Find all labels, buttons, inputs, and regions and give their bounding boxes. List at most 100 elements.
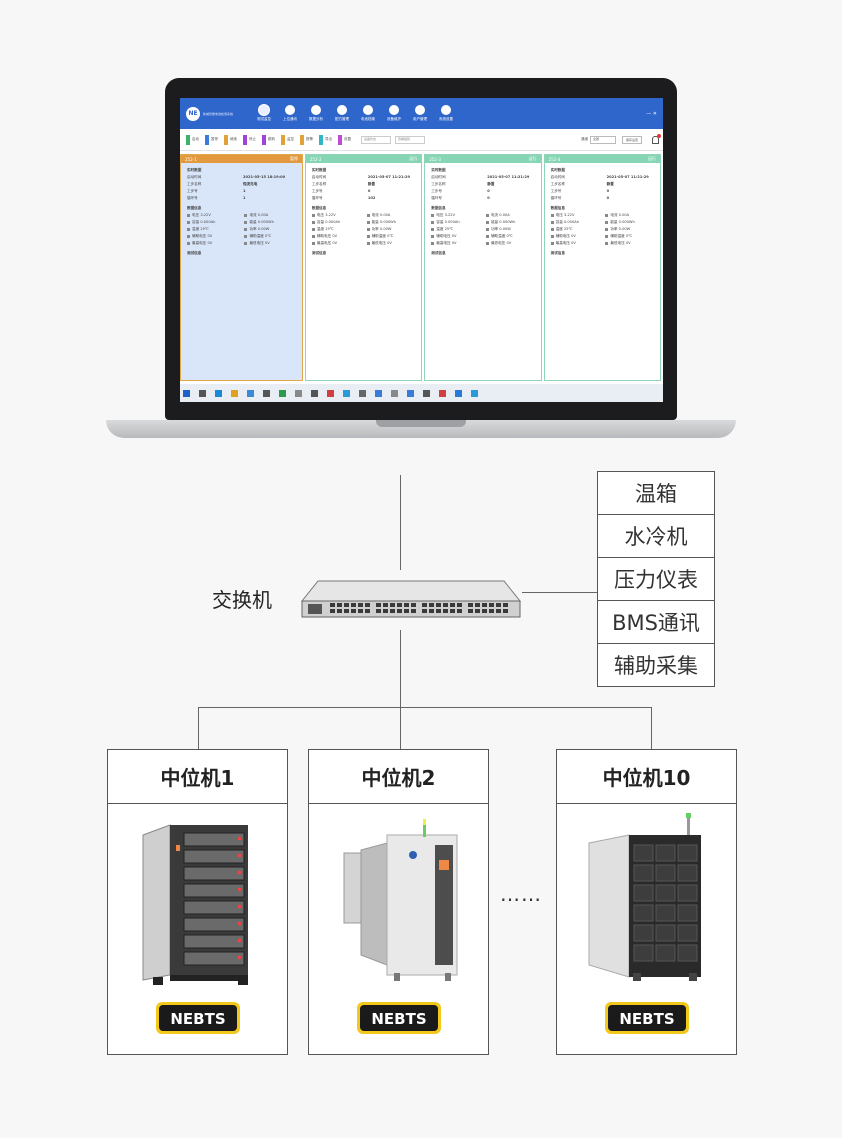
line-to-machine1	[198, 707, 199, 749]
taskbar-app-icon[interactable]	[359, 389, 366, 397]
panel-metric: 最高电压 0V	[431, 241, 486, 246]
toolbar-button-7[interactable]: 导出	[319, 134, 332, 145]
machine-box-1: 中位机1 NEBTS	[107, 749, 288, 1055]
panel-label: 工步号	[550, 189, 562, 193]
toolbar-button-1[interactable]: 暂停	[205, 134, 218, 145]
taskbar-app-icon[interactable]	[455, 389, 462, 397]
taskbar-app-icon[interactable]	[343, 389, 350, 397]
panel-label: 循环号	[550, 196, 562, 200]
switch-port-icon	[503, 603, 508, 607]
toolbar-button-0[interactable]: 启动	[186, 134, 199, 145]
taskbar-app-icon[interactable]	[391, 389, 398, 397]
device-state-field[interactable]: 设备状态	[361, 135, 391, 144]
rack-drawer	[183, 832, 245, 847]
panel-metric: 功率 0.00W	[367, 227, 422, 232]
nav-item-1[interactable]: 上位通讯	[277, 105, 303, 122]
save-settings-button[interactable]: 保存设置	[621, 135, 642, 144]
nav-item-6[interactable]: 用户管理	[407, 105, 433, 122]
panel-metric: 温度 25℃	[312, 227, 367, 232]
nav-label: 配方管理	[335, 117, 349, 121]
panel-metric: 辅助电压 0V	[431, 234, 486, 239]
taskbar-app-icon[interactable]	[375, 389, 382, 397]
switch-port-icon	[351, 609, 356, 613]
enclosure-module	[677, 924, 698, 942]
toolbar-button-label: 继续	[230, 137, 237, 141]
toolbar-swatch-icon	[338, 134, 342, 145]
toolbar: 启动暂停继续停止跳转监控报警导出设置设备状态 查看组别 通道 全部 保存设置	[180, 129, 663, 151]
panel-metric: 最高电压 0V	[551, 241, 606, 246]
toolbar-button-8[interactable]: 设置	[338, 134, 351, 145]
taskbar-app-icon[interactable]	[407, 389, 414, 397]
taskbar-app-icon[interactable]	[199, 389, 206, 397]
panel-metric: 功率 0.00W	[605, 227, 660, 232]
toolbar-button-2[interactable]: 继续	[224, 134, 237, 145]
switch-port-icon	[411, 609, 416, 613]
nav-item-3[interactable]: 配方管理	[329, 105, 355, 122]
panel-metric: 电压 3.22V	[187, 213, 244, 218]
taskbar-app-icon[interactable]	[231, 389, 238, 397]
toolbar-button-5[interactable]: 监控	[281, 134, 294, 145]
bell-icon[interactable]	[652, 133, 661, 144]
nav-item-7[interactable]: 系统设置	[433, 105, 459, 122]
switch-port-icon	[482, 603, 487, 607]
nav-icon	[311, 105, 321, 115]
switch-port-icon	[443, 609, 448, 613]
window-controls[interactable]: — ✕	[646, 110, 657, 117]
taskbar-app-icon[interactable]	[295, 389, 302, 397]
toolbar-button-4[interactable]: 跳转	[262, 134, 275, 145]
toolbar-button-6[interactable]: 报警	[300, 134, 313, 145]
enclosure-module	[655, 904, 676, 922]
taskbar-app-icon[interactable]	[215, 389, 222, 397]
panel-section-title: 数据信息	[311, 206, 327, 210]
panel-metric: 辅助温度 0℃	[367, 234, 422, 239]
panel-metric: 辅助电压 0V	[187, 234, 244, 239]
taskbar-app-icon[interactable]	[263, 389, 270, 397]
taskbar-app-icon[interactable]	[439, 389, 446, 397]
panel-date: 2021-05-15 18:19:00	[243, 175, 286, 179]
taskbar-app-icon[interactable]	[183, 389, 190, 397]
enclosure-module	[633, 864, 654, 882]
panel-section-title: 数据信息	[187, 206, 202, 210]
panel-summary: 测试信息	[550, 251, 565, 255]
group-field[interactable]: 查看组别	[395, 135, 425, 144]
enclosure-module	[677, 904, 698, 922]
panel-metric: 辅助电压 0V	[551, 234, 606, 239]
enclosure-module	[633, 884, 654, 902]
filter-select[interactable]: 全部	[589, 135, 616, 144]
line-bus	[198, 707, 651, 708]
enclosure-module	[655, 924, 676, 942]
enclosure-module	[633, 924, 654, 942]
switch-port-icon	[390, 609, 395, 613]
taskbar-app-icon[interactable]	[247, 389, 254, 397]
toolbar-button-3[interactable]: 停止	[243, 134, 256, 145]
main-nav: 测试监控上位通讯数据分析配方管理 电池档案设备维护用户管理系统设置	[251, 105, 459, 122]
nav-item-0[interactable]: 测试监控	[251, 105, 277, 122]
taskbar-app-icon[interactable]	[311, 389, 318, 397]
switch-port-icon	[365, 609, 370, 613]
panel-metric: 温度 25℃	[431, 227, 486, 232]
panel-step: 0	[487, 189, 490, 193]
panel-metric: 最低电压 0V	[486, 241, 541, 246]
nav-item-2[interactable]: 数据分析	[303, 105, 329, 122]
taskbar-app-icon[interactable]	[471, 389, 478, 397]
nav-item-5[interactable]: 设备维护	[381, 105, 407, 122]
taskbar-app-icon[interactable]	[423, 389, 430, 397]
nav-icon	[259, 105, 269, 115]
panel-mode: 静置	[606, 182, 614, 186]
switch-port-icon	[443, 603, 448, 607]
switch-port-icon	[404, 603, 409, 607]
panel-metric: 最低电压 0V	[244, 241, 301, 246]
taskbar-app-icon[interactable]	[327, 389, 334, 397]
panel-id: 252-3	[429, 156, 441, 162]
taskbar-app-icon[interactable]	[279, 389, 286, 397]
panel-state: 运行	[409, 156, 418, 161]
switch-port-icon	[496, 609, 501, 613]
svg-text:NEBTS: NEBTS	[619, 1010, 674, 1028]
nav-item-4[interactable]: 电池档案	[355, 105, 381, 122]
